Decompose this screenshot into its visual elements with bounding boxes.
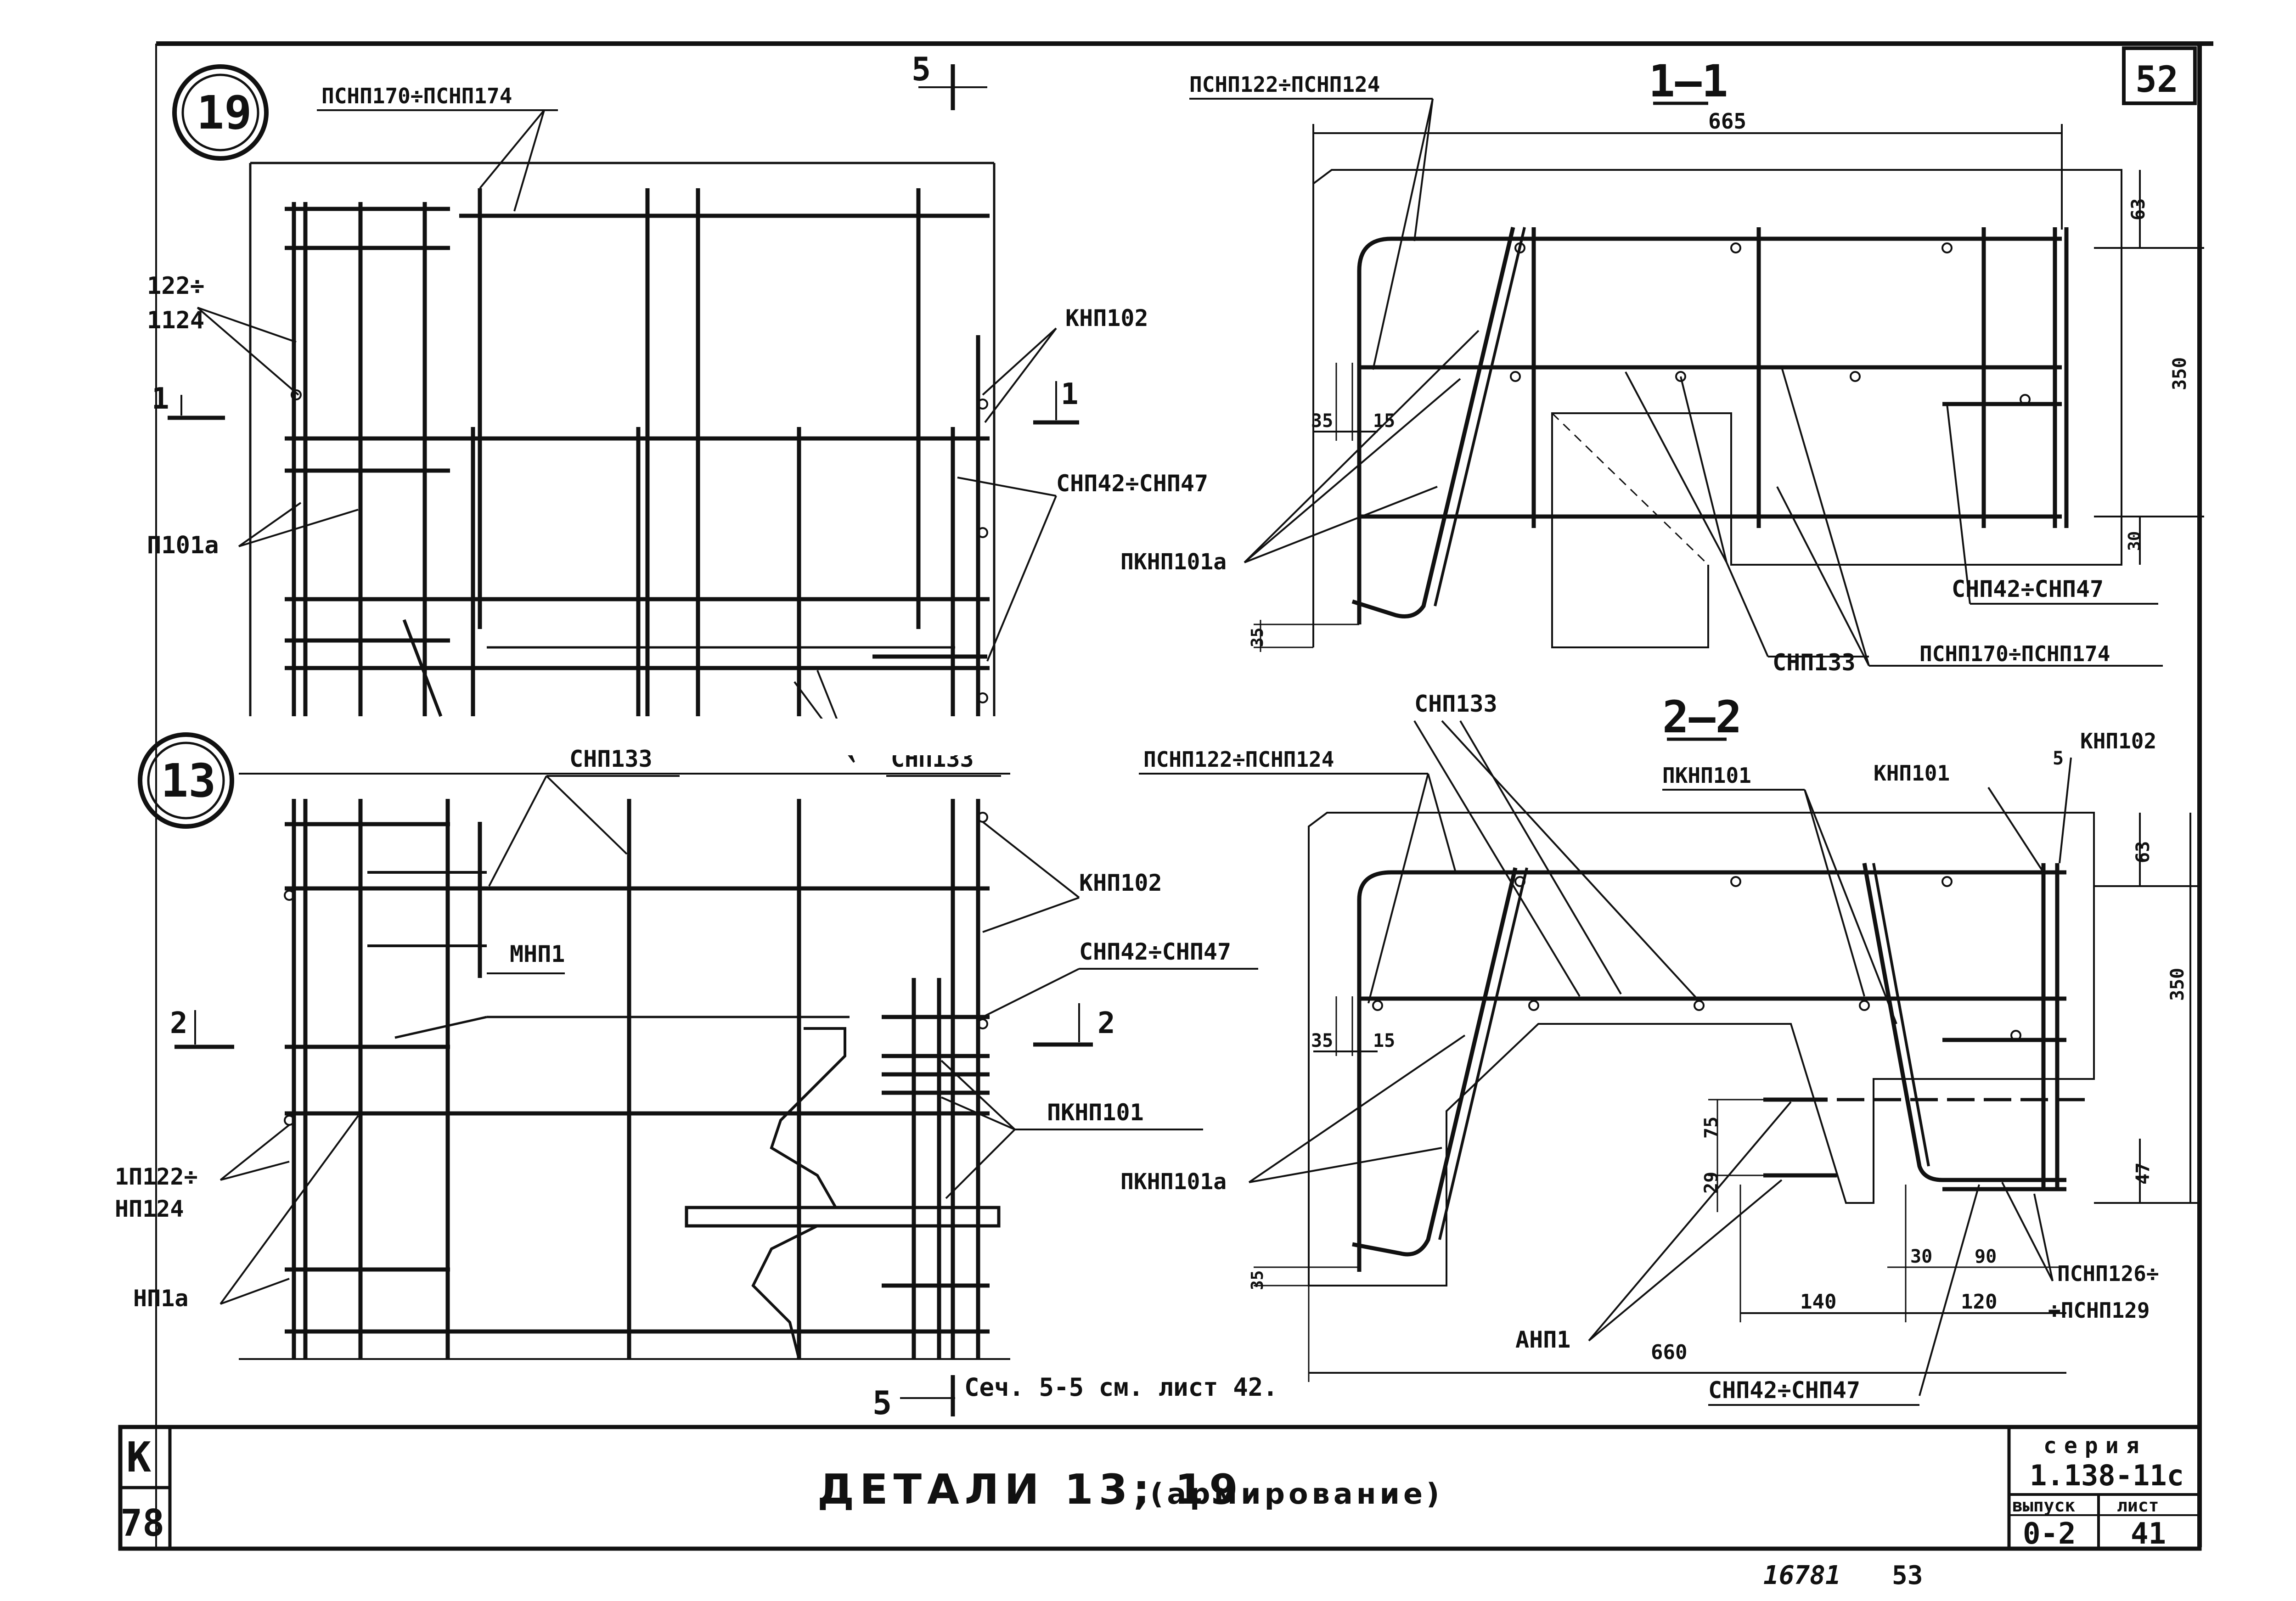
margin-mark-b: 78 bbox=[120, 1502, 164, 1545]
label-pspn170-d19: ПСНП170÷ПСНП174 bbox=[321, 84, 512, 108]
label-pknp101a-s22: ПКНП101а bbox=[1120, 1169, 1227, 1195]
label-snp42-s11: СНП42÷СНП47 bbox=[1952, 576, 2104, 602]
label-snp42-d13: СНП42÷СНП47 bbox=[1079, 938, 1231, 965]
label-p122a-d19: 122÷ bbox=[147, 272, 204, 300]
detail-19-section-right: 1 bbox=[1061, 377, 1079, 411]
section-1-1-dim-15: 15 bbox=[1373, 410, 1395, 432]
section-2-2-dim-29: 29 bbox=[1701, 1172, 1722, 1194]
page-number: 52 bbox=[2135, 59, 2178, 101]
section-2-2-leaders bbox=[1139, 720, 2072, 1406]
label-pspn122-s11: ПСНП122÷ПСНП124 bbox=[1189, 72, 1380, 97]
label-snp133-d13: СНП133 bbox=[569, 746, 653, 772]
label-p122b-d19: 1124 bbox=[147, 307, 204, 334]
section-2-2-dim-140: 140 bbox=[1800, 1290, 1836, 1314]
section-1-1-leaders bbox=[1189, 98, 2163, 667]
issue-value: 0-2 bbox=[2023, 1517, 2076, 1551]
section-2-2-dim-35b: 35 bbox=[1248, 1270, 1267, 1290]
section-2-2-dim-35: 35 bbox=[1311, 1030, 1333, 1051]
detail-19-section-left: 1 bbox=[152, 382, 169, 416]
section-1-1-title: 1—1 bbox=[1649, 56, 1728, 107]
series-label: серия bbox=[2043, 1433, 2147, 1459]
section-1-1-dim-30: 30 bbox=[2125, 531, 2144, 551]
label-anp1-s22: АНП1 bbox=[1515, 1326, 1570, 1353]
section-1-1-drawing bbox=[1254, 124, 2204, 652]
detail-19-leaders bbox=[168, 64, 1079, 777]
label-snp133-s11: СНП133 bbox=[1773, 649, 1856, 676]
label-knp102-d19: КНП102 bbox=[1065, 305, 1148, 331]
drawing-subtitle: (армирование) bbox=[1150, 1477, 1443, 1511]
title-block bbox=[118, 1425, 2202, 1551]
label-pknp101-d13: ПКНП101 bbox=[1047, 1099, 1144, 1126]
section-2-2-dim-5: 5 bbox=[2053, 748, 2064, 769]
label-pspn122-s22: ПСНП122÷ПСНП124 bbox=[1143, 747, 1334, 772]
label-p101a-d19: П101а bbox=[147, 532, 219, 559]
label-np122a-d13: 1П122÷ bbox=[115, 1163, 198, 1190]
detail-13-section-right: 2 bbox=[1097, 1006, 1115, 1040]
label-pspn170-s11: ПСНП170÷ПСНП174 bbox=[1919, 641, 2110, 666]
label-mnp1-d13: МНП1 bbox=[510, 941, 565, 967]
section-2-2-dim-120: 120 bbox=[1961, 1290, 1997, 1314]
label-snp42-s22: СНП42÷СНП47 bbox=[1708, 1377, 1860, 1404]
section-2-2-dim-75: 75 bbox=[1701, 1117, 1722, 1139]
detail-19-section-top: 5 bbox=[912, 51, 931, 88]
label-knp102-d13: КНП102 bbox=[1079, 870, 1162, 896]
detail-13-leaders bbox=[174, 775, 1258, 1416]
issue-label: выпуск bbox=[2012, 1495, 2075, 1516]
sheet-label: лист bbox=[2117, 1495, 2159, 1516]
label-pspn126b-s22: ÷ПСНП129 bbox=[2048, 1298, 2150, 1323]
section-2-2-dim-30: 30 bbox=[1910, 1246, 1932, 1267]
section-1-1-dim-35: 35 bbox=[1311, 410, 1333, 432]
label-knp102-s22: КНП102 bbox=[2080, 729, 2156, 753]
label-np1a-d13: НП1а bbox=[133, 1285, 188, 1312]
section-2-2-dim-15: 15 bbox=[1373, 1030, 1395, 1051]
archive-page: 53 bbox=[1892, 1561, 1923, 1590]
series-value: 1.138-11с bbox=[2030, 1459, 2184, 1492]
section-2-2-dim-90: 90 bbox=[1975, 1246, 1997, 1267]
detail-13-section-bottom: 5 bbox=[872, 1384, 892, 1422]
margin-mark-a: К bbox=[126, 1433, 151, 1482]
detail-13-drawing bbox=[239, 773, 1010, 1360]
section-2-2-title: 2—2 bbox=[1662, 691, 1742, 743]
detail-13-number-circle bbox=[138, 732, 234, 829]
detail-19-number: 19 bbox=[197, 86, 252, 140]
sheet-frame bbox=[155, 41, 2213, 1547]
sheet-value: 41 bbox=[2131, 1517, 2166, 1551]
drawing-title: ДЕТАЛИ 13; 19 bbox=[817, 1466, 1244, 1514]
detail-13-number: 13 bbox=[161, 754, 216, 808]
section-1-1-dim-35b: 35 bbox=[1248, 628, 1267, 647]
label-np122b-d13: НП124 bbox=[115, 1196, 184, 1222]
detail-19-drawing bbox=[249, 162, 996, 717]
section-1-1-dim-63: 63 bbox=[2128, 198, 2149, 220]
section-2-2-width: 660 bbox=[1651, 1341, 1687, 1364]
section-2-2-dim-350: 350 bbox=[2167, 968, 2188, 1001]
archive-number: 16781 bbox=[1763, 1561, 1841, 1590]
detail-19-number-circle bbox=[172, 64, 269, 161]
label-snp42-d19: СНП42÷СНП47 bbox=[1056, 470, 1208, 497]
section-1-1-dim-350: 350 bbox=[2169, 357, 2190, 390]
label-pknp101-s22: ПКНП101 bbox=[1662, 763, 1751, 788]
label-snp133-s22: СНП133 bbox=[1414, 691, 1497, 717]
section-1-1-width: 665 bbox=[1708, 109, 1746, 134]
label-pknp101a-s11: ПКНП101а bbox=[1120, 549, 1227, 575]
section-2-2-drawing bbox=[1254, 812, 2200, 1382]
section-2-2-dim-47: 47 bbox=[2133, 1163, 2154, 1185]
label-pspn126a-s22: ПСНП126÷ bbox=[2057, 1261, 2159, 1286]
detail-13-note: Сеч. 5-5 см. лист 42. bbox=[964, 1373, 1278, 1402]
section-2-2-dim-63: 63 bbox=[2133, 841, 2154, 863]
label-knp101-s22: КНП101 bbox=[1874, 761, 1950, 786]
detail-13-section-left: 2 bbox=[170, 1006, 188, 1040]
